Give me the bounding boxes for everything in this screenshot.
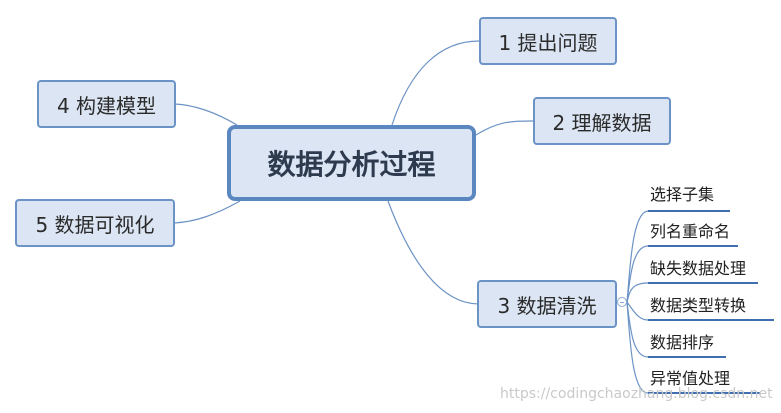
- leaf-underline: [648, 319, 774, 321]
- collapse-toggle-icon[interactable]: [617, 297, 627, 307]
- leaf-step[interactable]: 数据类型转换: [650, 296, 747, 315]
- watermark-text: https://codingchaozhang.blog.csdn.net: [500, 386, 773, 402]
- leaf-step[interactable]: 数据排序: [650, 333, 715, 352]
- leaf-underline: [648, 282, 758, 284]
- leaf-step[interactable]: 选择子集: [650, 185, 715, 204]
- branch-node-3[interactable]: 3 数据清洗: [477, 280, 617, 328]
- branch-label: 1 提出问题: [498, 30, 598, 55]
- branch-node-1[interactable]: 1 提出问题: [479, 17, 617, 65]
- leaf-underline: [648, 356, 726, 358]
- branch-node-5[interactable]: 5 数据可视化: [15, 199, 175, 247]
- root-node[interactable]: 数据分析过程: [227, 125, 476, 201]
- leaf-underline: [648, 392, 760, 394]
- branch-label: 3 数据清洗: [497, 293, 597, 318]
- leaf-step[interactable]: 缺失数据处理: [650, 259, 747, 278]
- root-label: 数据分析过程: [267, 148, 436, 181]
- branch-label: 5 数据可视化: [35, 212, 155, 237]
- leaf-underline: [648, 210, 730, 212]
- branch-label: 2 理解数据: [552, 110, 652, 135]
- branch-node-4[interactable]: 4 构建模型: [37, 80, 176, 128]
- leaf-underline: [648, 245, 738, 247]
- branch-label: 4 构建模型: [56, 93, 157, 118]
- branch-node-2[interactable]: 2 理解数据: [533, 97, 671, 145]
- leaf-step[interactable]: 列名重命名: [650, 222, 731, 241]
- leaf-step[interactable]: 异常值处理: [650, 369, 731, 388]
